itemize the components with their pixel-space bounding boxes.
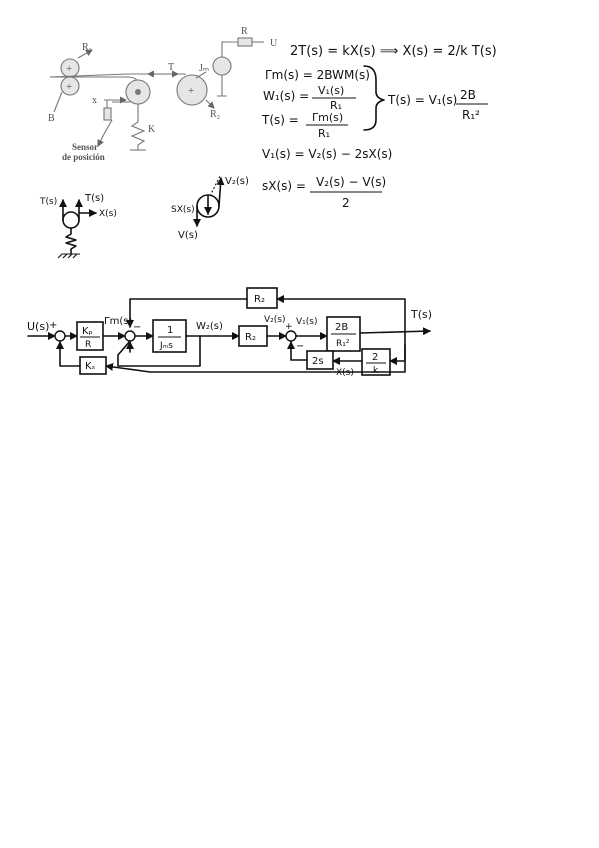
fbd-v: V(s) (178, 230, 198, 241)
fbd-t-left: T(s) (39, 197, 57, 207)
label-t: T (168, 62, 174, 73)
bd-v2-label: V₂(s) (264, 315, 285, 325)
label-x: x (92, 95, 97, 106)
bd-v1-label: V₁(s) (296, 317, 317, 327)
eq-t-lhs: T(s) = (261, 113, 299, 127)
resistor (237, 37, 253, 47)
roller-bottom-plus: + (66, 81, 72, 93)
roller-top-plus: + (66, 63, 72, 75)
label-u: U (270, 38, 278, 49)
eq-torque: Γm(s) = 2BWM(s) (265, 68, 370, 82)
svg-text:+: + (188, 85, 194, 97)
eq-result-lhs: T(s) = V₁(s) (387, 93, 457, 107)
bd-b-num: 2B (335, 322, 348, 333)
label-r: R (241, 26, 248, 37)
fbd-spring (65, 227, 77, 254)
eq-tension-position: 2T(s) = kX(s) ⟹ X(s) = 2/k T(s) (290, 44, 497, 59)
bd-r2-top: R₂ (254, 294, 265, 305)
position-sensor (103, 107, 112, 121)
eq-t-den: R₁ (318, 127, 330, 140)
bd-b-den: R₁² (336, 339, 350, 349)
eq-w1-lhs: W₁(s) = (263, 89, 309, 103)
dancer-spring (130, 104, 146, 150)
equations: 2T(s) = kX(s) ⟹ X(s) = 2/k T(s) Γm(s) = … (261, 44, 497, 210)
label-b: B (48, 113, 55, 124)
bd-2k-num: 2 (372, 352, 378, 363)
eq-result-num: 2B (460, 88, 476, 102)
fbd-x: X(s) (99, 209, 117, 219)
fbd-velocity: SX(s) V₂(s) V(s) (171, 175, 249, 241)
block-diagram: U(s) + Kₚ R Γm(s) − 1 Jₘs W₂(s) R₂ V₂(s)… (27, 287, 432, 378)
bd-sum3-plus: + (285, 322, 293, 332)
bd-block-kp (76, 321, 104, 351)
bd-2k-den: k (373, 366, 379, 376)
eq-result-den: R₁² (462, 108, 480, 122)
bd-block-2k (361, 348, 391, 376)
bd-sum2-minus: − (133, 322, 141, 333)
sensor-label-1: Sensor (72, 142, 98, 152)
eq-w1-den: R₁ (330, 99, 342, 112)
fbd-v2: V₂(s) (225, 176, 249, 187)
label-r1: R₁ (82, 42, 92, 53)
eq-t-num: Γm(s) (312, 111, 343, 124)
bd-block-jm (152, 319, 187, 353)
equation-brace (363, 65, 385, 131)
eq-sx-lhs: sX(s) = (262, 179, 306, 193)
mechanism-figure: + + R₁ B K x Sensor de posición T + R₂ (48, 26, 278, 162)
bd-jm-den: Jₘs (159, 341, 173, 351)
eq-sx-den: 2 (342, 196, 350, 210)
fbd-pulley-circle (62, 211, 80, 229)
bd-sum3-minus: − (296, 341, 304, 352)
bd-sum-1 (54, 330, 66, 342)
motor (212, 56, 232, 76)
eq-w1-num: V₁(s) (318, 84, 344, 97)
bd-ks: Kₛ (85, 361, 96, 372)
bd-2s: 2s (312, 356, 324, 367)
bd-gamma-label: Γm(s) (104, 316, 132, 327)
bd-input-sign: + (49, 320, 57, 331)
bd-sum-3 (285, 330, 297, 342)
bd-kp-den: R (85, 340, 91, 350)
label-r2: R₂ (210, 109, 220, 120)
bd-block-r2-top (246, 287, 278, 309)
sensor-label-2: de posición (62, 152, 105, 162)
bd-r2-fwd: R₂ (245, 332, 256, 343)
bd-x-label: X(s) (336, 368, 354, 378)
bd-input-label: U(s) (27, 320, 49, 333)
eq-sx-num: V₂(s) − V(s) (316, 175, 386, 189)
bd-kp-num: Kₚ (82, 326, 93, 337)
label-k: K (148, 124, 156, 135)
motor-drum (176, 74, 208, 106)
fbd-pulley: T(s) T(s) X(s) (39, 193, 117, 259)
eq-v1: V₁(s) = V₂(s) − 2sX(s) (262, 147, 392, 161)
fbd-t-up: T(s) (84, 193, 104, 204)
fbd-sx: SX(s) (171, 205, 195, 215)
bd-w2-label: W₂(s) (196, 321, 223, 332)
bd-output-label: T(s) (410, 308, 432, 321)
label-jm: Jₘ (199, 63, 209, 74)
bd-jm-num: 1 (167, 325, 173, 336)
